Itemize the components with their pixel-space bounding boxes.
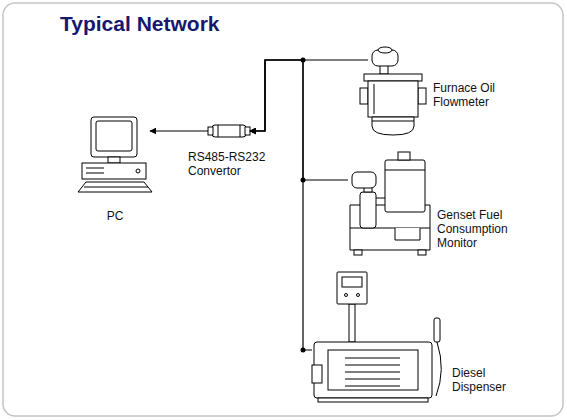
pc-icon-part <box>86 173 104 174</box>
flowmeter-icon-part <box>378 47 392 53</box>
pc-icon-part <box>96 121 132 151</box>
flowmeter-icon <box>360 47 426 135</box>
genset-monitor-icon-part <box>398 152 410 160</box>
genset-monitor-icon-part <box>360 192 376 228</box>
genset-monitor-icon-part <box>354 250 362 255</box>
pc-icon <box>78 117 152 192</box>
dispenser-node: Diesel Dispenser <box>312 270 444 402</box>
dispenser-icon-part <box>314 342 432 398</box>
flowmeter-icon-part <box>368 81 418 117</box>
genset-monitor-icon <box>350 152 430 255</box>
genset-monitor-icon-part <box>376 198 385 199</box>
flowmeter-node: Furnace Oil Flowmeter <box>368 45 424 137</box>
dispenser-icon-part <box>345 358 400 359</box>
dispenser-icon-part <box>357 294 360 297</box>
junction-dot <box>301 58 306 63</box>
connector <box>250 60 368 131</box>
convertor-icon-part <box>240 125 241 137</box>
pc-icon-part <box>91 117 137 157</box>
pc-icon-part <box>78 182 152 192</box>
dispenser-icon-part <box>337 272 367 304</box>
convertor-icon-part <box>212 125 246 137</box>
convertor-icon-part <box>208 127 213 135</box>
pc-icon-part <box>108 157 120 163</box>
dispenser-icon <box>312 272 441 402</box>
dispenser-icon-part <box>436 342 441 396</box>
flowmeter-icon-part <box>364 74 422 81</box>
genset-monitor-icon-part <box>352 172 376 188</box>
device-label: RS485-RS232 Convertor <box>188 150 270 178</box>
connector <box>250 60 312 350</box>
dispenser-icon-part <box>434 318 440 342</box>
dispenser-icon-part <box>328 350 418 390</box>
connector <box>150 130 208 131</box>
flowmeter-icon-part <box>372 117 414 135</box>
dispenser-icon-part <box>345 294 348 297</box>
pc-icon-part <box>82 163 146 179</box>
flowmeter-icon-part <box>374 84 375 114</box>
dispenser-icon-part <box>345 379 400 380</box>
device-label: Furnace Oil Flowmeter <box>433 81 508 109</box>
junction-dot <box>301 178 306 183</box>
dispenser-icon-part <box>349 304 355 342</box>
device-label: Diesel Dispenser <box>452 366 514 394</box>
device-label: PC <box>100 209 130 223</box>
genset-monitor-icon-part <box>395 228 420 240</box>
pc-node: PC <box>80 115 150 195</box>
dispenser-icon-part <box>312 365 322 383</box>
convertor-icon-part <box>245 127 250 135</box>
dispenser-icon-part <box>345 365 400 366</box>
device-label: Genset Fuel Consumption Monitor <box>437 208 517 250</box>
diagram-title: Typical Network <box>60 12 220 36</box>
dispenser-icon-part <box>345 386 400 387</box>
junction-dot <box>301 348 306 353</box>
flowmeter-icon-part <box>418 88 426 104</box>
frame <box>3 3 563 416</box>
convertor-icon-part <box>218 125 219 137</box>
convertor-icon <box>208 125 250 137</box>
flowmeter-icon-part <box>360 88 368 104</box>
flowmeter-icon-part <box>372 121 414 122</box>
genset-monitor-icon-part <box>385 160 425 212</box>
pc-icon-part <box>136 169 140 173</box>
genset-monitor-icon-part <box>385 170 425 171</box>
genset-monitor-icon-part <box>418 250 426 255</box>
dispenser-icon-part <box>345 372 400 373</box>
dispenser-icon-part <box>342 277 362 287</box>
pc-icon-part <box>84 187 148 188</box>
genset-monitor-node: Genset Fuel Consumption Monitor <box>348 150 432 258</box>
dispenser-icon-part <box>318 398 428 402</box>
pc-icon-part <box>86 168 104 169</box>
convertor-node: RS485-RS232 Convertor <box>208 123 250 139</box>
